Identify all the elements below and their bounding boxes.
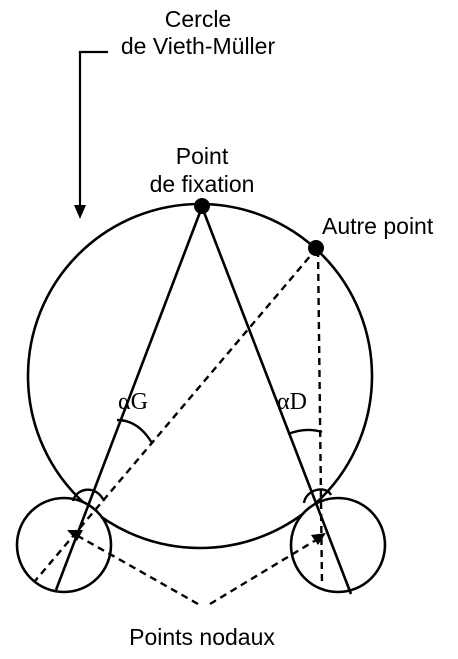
- left-eye-bump: [71, 488, 106, 502]
- circle-label-leader: [78, 50, 108, 210]
- angle-arc-left: [116, 418, 154, 444]
- nodal-arrow-left-shaft: [77, 534, 199, 606]
- angle-arc-right: [287, 428, 323, 436]
- other-point-label: Autre point: [322, 213, 434, 239]
- circle-label-line2: de Vieth-Müller: [121, 33, 276, 59]
- angle-right-label: αD: [277, 389, 307, 415]
- nodal-points-label: Points nodaux: [129, 624, 275, 650]
- nodal-arrow-right-shaft: [209, 538, 317, 606]
- angle-left-label: αG: [118, 389, 148, 415]
- other-point-dot: [308, 240, 324, 256]
- left-eye-dashed-line: [34, 247, 318, 582]
- right-eye-dashed-line: [316, 249, 324, 585]
- circle-label-line1: Cercle: [165, 6, 231, 32]
- circle-label-arrowhead: [74, 205, 86, 219]
- fixation-label-line1: Point: [176, 143, 229, 169]
- right-eye-bump: [302, 488, 333, 504]
- right-eye: [289, 496, 387, 594]
- fixation-point-dot: [194, 198, 210, 214]
- right-visual-axis: [200, 206, 353, 595]
- fixation-label-line2: de fixation: [150, 171, 255, 197]
- nodal-arrow-right-head: [311, 533, 326, 545]
- nodal-arrow-left-head: [67, 530, 83, 541]
